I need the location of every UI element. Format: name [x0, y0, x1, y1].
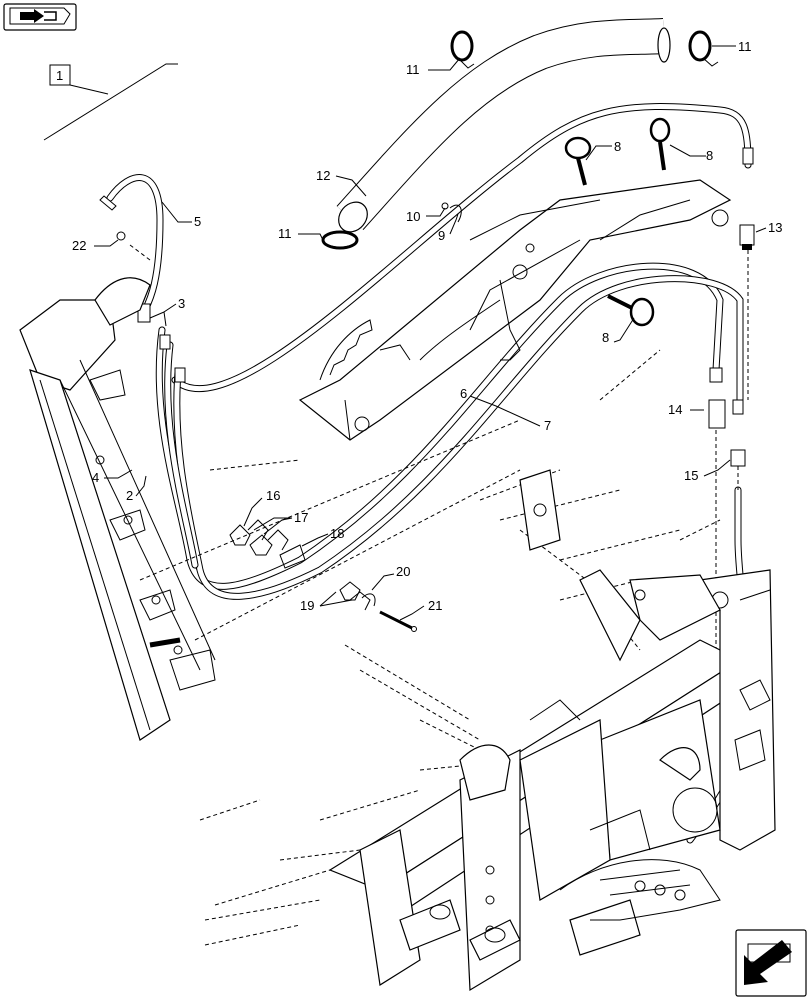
callout-label: 11	[278, 226, 292, 241]
callout-label: 21	[428, 598, 442, 613]
callout-label: 7	[544, 418, 551, 433]
main-frame	[328, 469, 776, 992]
callout-label: 6	[460, 386, 467, 401]
callout-label: 13	[768, 220, 782, 235]
callout-label: 8	[602, 330, 609, 345]
pin	[564, 136, 592, 186]
callout-label: 11	[406, 62, 420, 77]
callout-label: 18	[330, 526, 344, 541]
callout-label: 9	[438, 228, 445, 243]
callout-label: 15	[684, 468, 698, 483]
hydraulic-pipe	[99, 174, 164, 314]
callout-label: 22	[72, 238, 86, 253]
hydraulic-hose	[173, 275, 744, 600]
hydraulic-pipe	[171, 103, 754, 392]
fitting	[730, 449, 746, 467]
callout-label: 3	[178, 296, 185, 311]
reference-box-label: 1	[56, 68, 63, 83]
hose-clip	[229, 519, 417, 632]
callout-label: 8	[706, 148, 713, 163]
callout-label: 16	[266, 488, 280, 503]
folder-arrow-icon[interactable]	[3, 3, 77, 31]
pin	[649, 117, 671, 171]
chassis-frame	[129, 244, 721, 946]
hose-clamp	[688, 30, 719, 67]
callout-label: 19	[300, 598, 314, 613]
fitting	[708, 399, 726, 429]
leader-lines	[94, 45, 767, 621]
callout-label: 14	[668, 402, 682, 417]
lift-cylinder	[19, 277, 216, 741]
hose-clamp	[450, 30, 475, 69]
callout-label: 11	[738, 39, 752, 54]
callout-label: 10	[406, 209, 420, 224]
callout-label: 5	[194, 214, 201, 229]
callout-label: 17	[294, 510, 308, 525]
callout-label: 12	[316, 168, 330, 183]
hose-clamp	[321, 230, 359, 250]
fitting	[739, 224, 755, 246]
callout-label: 8	[614, 139, 621, 154]
boom-arm	[298, 179, 732, 441]
callout-label: 20	[396, 564, 410, 579]
hydraulic-hose	[155, 262, 724, 590]
main-tube	[336, 18, 671, 233]
next-page-arrow-icon[interactable]	[735, 929, 807, 997]
nut	[116, 231, 126, 241]
callout-label: 2	[126, 488, 133, 503]
pin	[607, 294, 655, 327]
callout-label: 4	[92, 470, 99, 485]
reference-box	[49, 64, 71, 86]
